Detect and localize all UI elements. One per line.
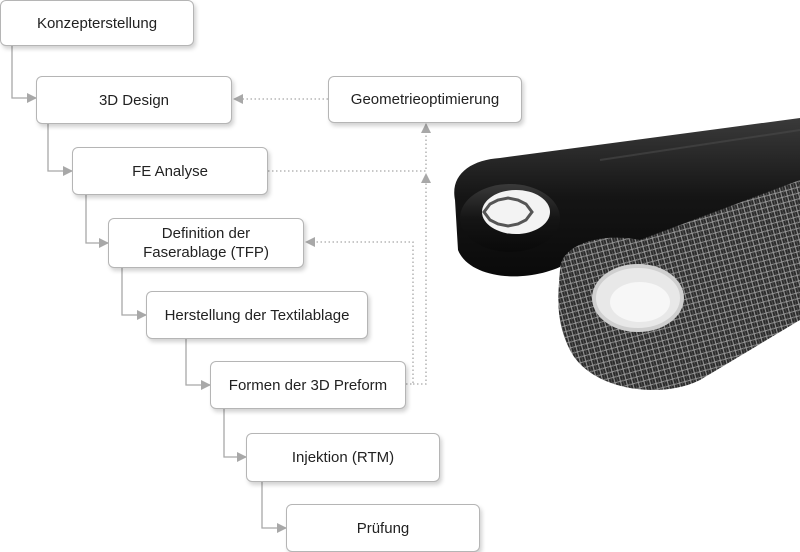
step-pruefung-label: Prüfung (356, 519, 410, 537)
connector-design-fe (47, 124, 73, 176)
step-definition-label-line1: Definition der (161, 225, 251, 242)
step-definition-label-line2: Faserablage (TFP) (143, 244, 269, 261)
connector-textil-preform (185, 339, 211, 390)
feedback-preform-geometrie (413, 173, 431, 385)
step-konzepterstellung-label: Konzepterstellung (36, 14, 158, 32)
feedback-fe-geometrie (268, 123, 431, 172)
step-3d-design: 3D Design (36, 76, 232, 124)
step-herstellung-textilablage: Herstellung der Textilablage (146, 291, 368, 339)
step-fe-analyse: FE Analyse (72, 147, 268, 195)
step-geometrieoptimierung: Geometrieoptimierung (328, 76, 522, 123)
connector-definition-textil (121, 268, 147, 320)
step-formen-preform-label: Formen der 3D Preform (228, 376, 388, 394)
step-injektion-rtm: Injektion (RTM) (246, 433, 440, 482)
step-konzepterstellung: Konzepterstellung (0, 0, 194, 46)
step-injektion-label: Injektion (RTM) (291, 449, 395, 466)
step-3d-design-label: 3D Design (98, 91, 170, 109)
connector-preform-injektion (223, 409, 247, 462)
connector-fe-definition (85, 195, 109, 248)
step-geometrieoptimierung-label: Geometrieoptimierung (350, 91, 500, 108)
finished-crank (454, 118, 800, 277)
connector-injektion-pruefung (261, 482, 287, 533)
braided-preform-crank (558, 180, 800, 390)
step-definition-faserablage: Definition der Faserablage (TFP) (108, 218, 304, 268)
step-herstellung-label: Herstellung der Textilablage (164, 306, 350, 324)
step-fe-analyse-label: FE Analyse (132, 162, 208, 180)
step-pruefung: Prüfung (286, 504, 480, 552)
connector-konzept-design (11, 46, 37, 103)
step-formen-preform: Formen der 3D Preform (210, 361, 406, 409)
